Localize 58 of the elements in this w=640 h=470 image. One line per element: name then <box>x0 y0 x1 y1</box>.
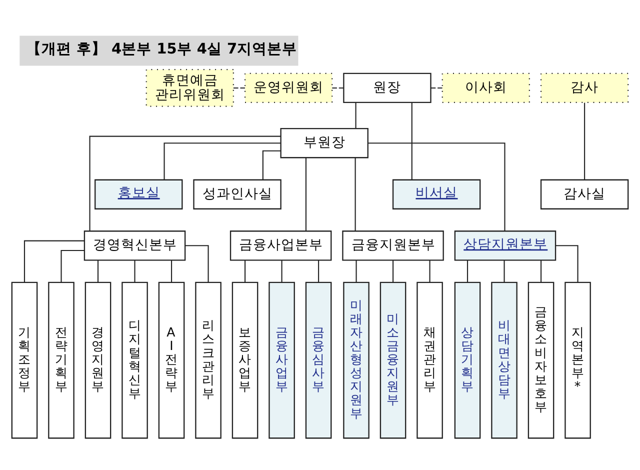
connector <box>411 102 412 180</box>
node-box: 리스크관리부 <box>195 282 222 439</box>
connector <box>134 260 136 282</box>
node-box: 금융사업부 <box>268 282 295 439</box>
node-box: AI전략부 <box>158 282 185 439</box>
node-box: 부원장 <box>280 128 368 158</box>
node-box: 금융심사부 <box>305 282 332 439</box>
node-box: 휴면예금 관리위원회 <box>146 69 234 107</box>
connector <box>556 245 578 282</box>
connector <box>305 158 306 231</box>
node-box: 금융사업본부 <box>230 230 332 261</box>
connector <box>60 250 84 282</box>
node-box: 전략기획부 <box>48 282 74 439</box>
connector <box>356 260 357 282</box>
connector <box>332 87 344 88</box>
connector <box>262 150 281 180</box>
node-box: 금융소비자보호부 <box>528 282 554 439</box>
connector <box>97 260 99 282</box>
node-box: 비서실 <box>392 179 481 210</box>
connector <box>281 260 282 282</box>
node-box: 경영혁신본부 <box>84 230 186 261</box>
node-box: 이사회 <box>442 72 530 104</box>
connector <box>368 142 506 231</box>
node-box: 감사 <box>540 72 629 104</box>
connector <box>584 102 586 180</box>
node-box: 운영위원회 <box>244 72 333 104</box>
connector <box>504 260 505 282</box>
node-box: 상담지원본부 <box>454 230 556 261</box>
node-box: 기획조정부 <box>11 282 38 439</box>
connector <box>185 245 209 282</box>
node-box: 감사실 <box>540 179 629 210</box>
connector <box>24 240 84 282</box>
connector <box>244 260 246 282</box>
connector <box>170 260 172 282</box>
node-box: 보증사업부 <box>232 282 258 439</box>
node-box: 금융지원본부 <box>342 230 444 261</box>
connector <box>392 260 394 282</box>
node-box: 원장 <box>343 72 432 104</box>
node-box: 상담기획부 <box>454 282 481 439</box>
node-box: 지역본부* <box>564 282 591 439</box>
node-box: 채권관리부 <box>416 282 443 439</box>
node-box: 비대면상담부 <box>491 282 518 439</box>
node-box: 경영지원부 <box>84 282 112 439</box>
connector <box>429 260 430 282</box>
connector <box>318 260 320 282</box>
node-box: 성과인사실 <box>193 179 282 210</box>
connector <box>354 158 356 231</box>
node-box: 미래자산형성지원부 <box>343 282 370 439</box>
connector <box>233 87 245 88</box>
node-box: 홍보실 <box>94 179 183 210</box>
diagram-title: 【개편 후】 4본부 15부 4실 7지역본부 <box>26 42 298 58</box>
connector <box>540 260 542 282</box>
node-box: 미소금융지원부 <box>380 282 406 439</box>
connector <box>430 87 442 88</box>
connector <box>164 142 281 180</box>
node-box: 디지털혁신부 <box>122 282 148 439</box>
connector <box>355 102 356 128</box>
connector <box>466 260 468 282</box>
